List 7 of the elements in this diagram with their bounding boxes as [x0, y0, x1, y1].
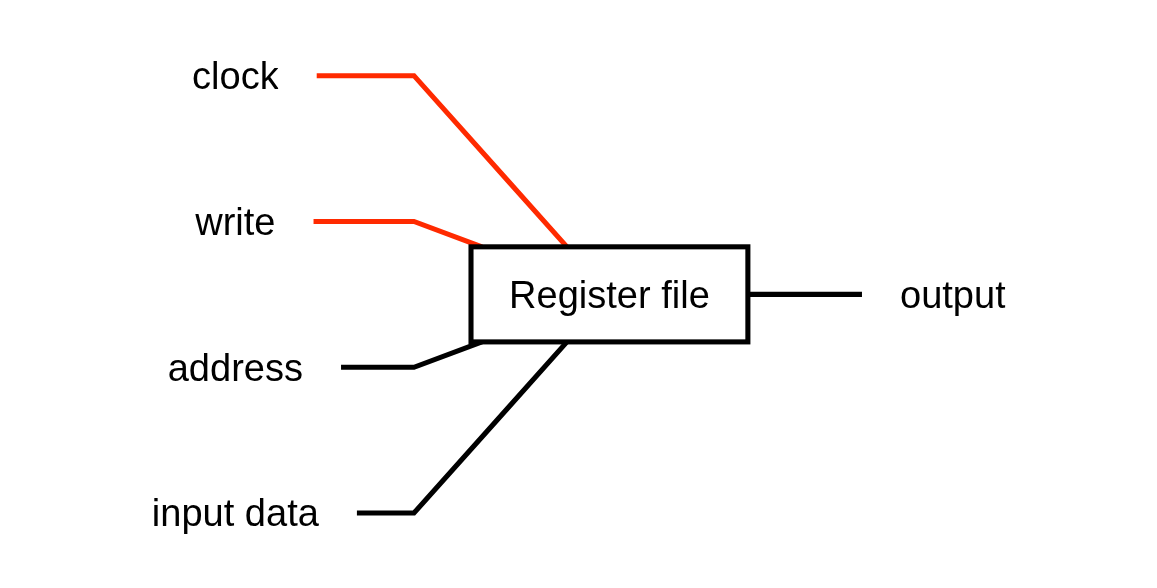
node-text: address: [167, 345, 303, 388]
node-text: clock: [191, 54, 279, 97]
node-text: input data: [151, 491, 319, 534]
connector: [747, 291, 862, 297]
node-text: output: [899, 273, 1006, 315]
node-box: Register file: [468, 243, 751, 345]
node-text: write: [194, 200, 276, 243]
